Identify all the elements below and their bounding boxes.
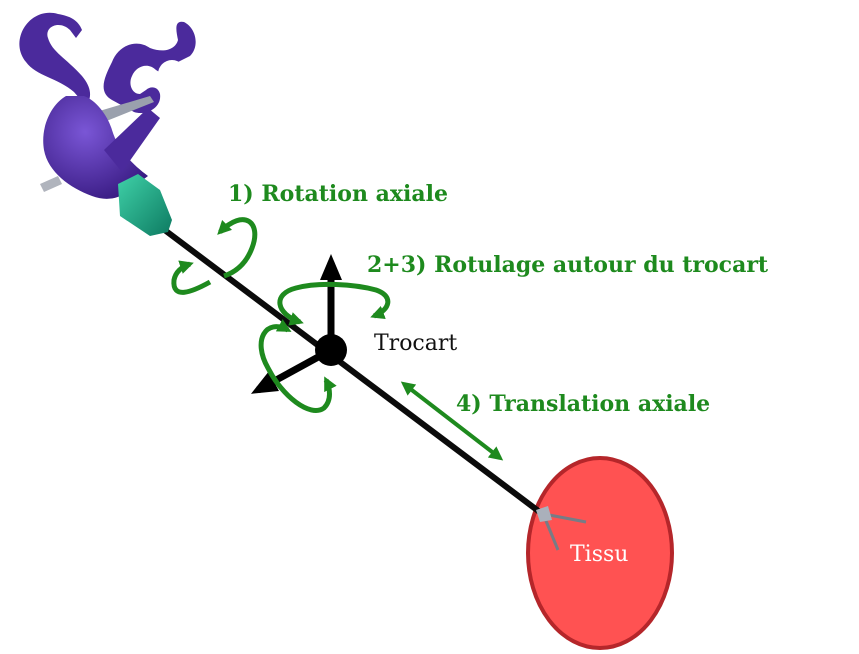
grasper-jaws bbox=[536, 506, 587, 551]
axial-rotation-arc-upper bbox=[217, 217, 258, 279]
finger-ring-hole bbox=[158, 60, 186, 88]
axial-rotation-arrow bbox=[171, 217, 258, 295]
tissue-label: Tissu bbox=[570, 542, 628, 567]
jaw-hinge bbox=[536, 506, 552, 522]
pivot-arc-horizontal bbox=[277, 281, 391, 326]
pivot-arc-vertical bbox=[258, 319, 337, 413]
handle-body bbox=[43, 96, 148, 199]
handle-neck bbox=[104, 108, 160, 172]
trocart-label: Trocart bbox=[374, 331, 457, 356]
tissue bbox=[526, 456, 674, 650]
translation-axial-label: 4) Translation axiale bbox=[456, 391, 710, 417]
trigger-lever bbox=[96, 96, 154, 122]
rotation-axial-label: 1) Rotation axiale bbox=[228, 181, 448, 207]
pivot-rotation-arrows bbox=[258, 281, 391, 413]
axial-translation-arrow bbox=[400, 381, 504, 461]
thumb-ring bbox=[19, 12, 91, 107]
axial-rotation-arc-lower bbox=[171, 260, 212, 295]
tissue-ellipse bbox=[526, 456, 674, 650]
rotulage-label: 2+3) Rotulage autour du trocart bbox=[367, 252, 769, 278]
finger-ring bbox=[103, 21, 196, 114]
rotation-knob bbox=[118, 174, 172, 236]
jaw-lower bbox=[542, 515, 560, 551]
screw bbox=[40, 176, 62, 192]
jaw-upper bbox=[543, 512, 587, 524]
trocar-pivot-icon bbox=[315, 334, 347, 366]
laparoscopic-grasper-icon bbox=[19, 12, 196, 236]
